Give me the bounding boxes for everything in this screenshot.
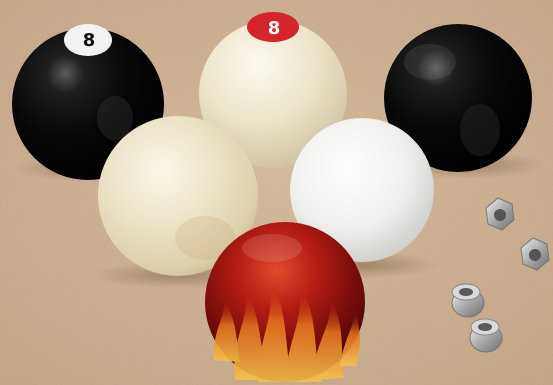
eight-ball-label-circle [247,12,299,42]
eight-ball-number: 8 [268,18,281,39]
hex-nut [485,197,515,231]
red-flame-knob [205,222,365,382]
eight-ball-number: 8 [83,30,96,51]
eight-ball-label-circle [64,24,112,56]
white-plain-knob [290,118,434,262]
cream-eight-ball-knob: 8 [199,12,347,168]
threaded-adapter [469,318,503,353]
cream-plain-knob [98,116,258,276]
hex-nut [520,237,550,271]
threaded-adapter [451,283,485,318]
black-plain-knob [384,24,532,172]
